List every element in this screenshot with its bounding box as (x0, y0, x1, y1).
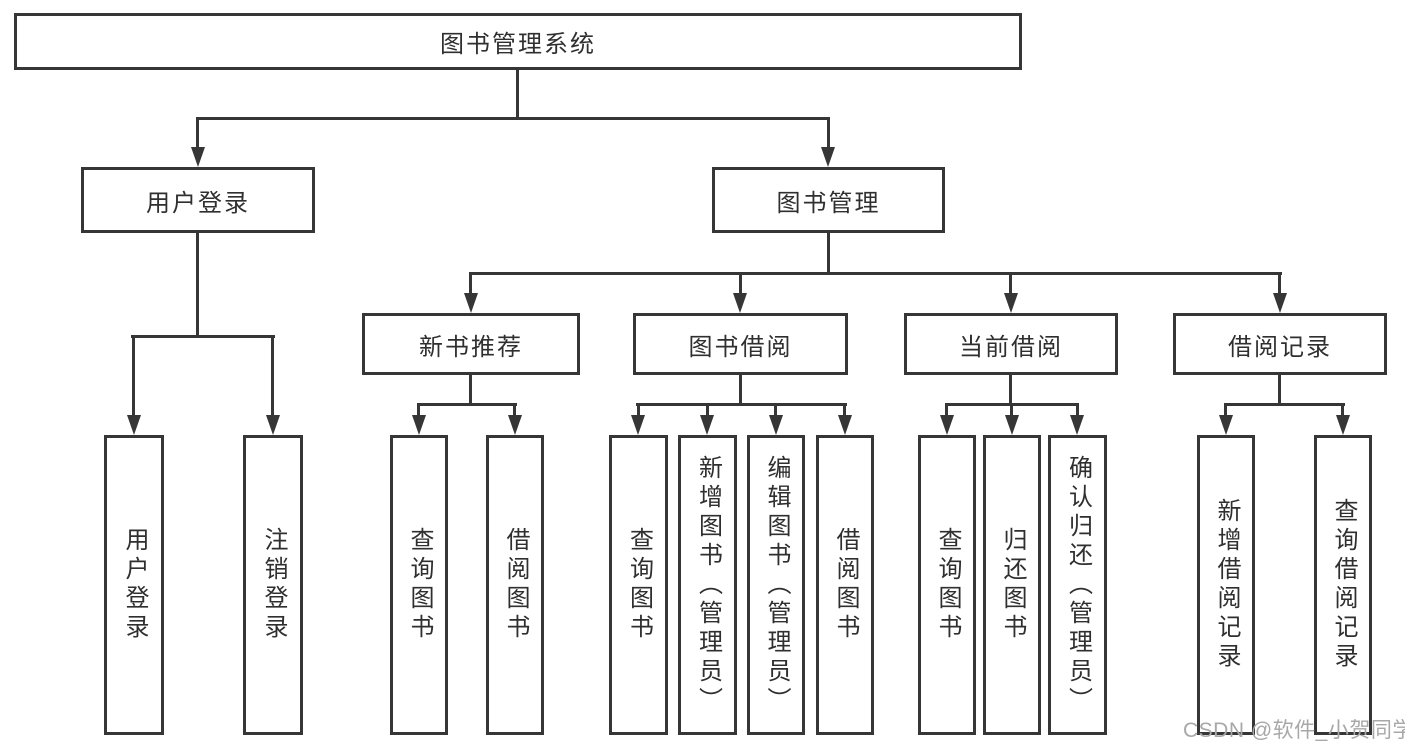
arrowhead-rec-borrow-icon (508, 415, 522, 435)
edge-level1-bus (196, 117, 830, 120)
edge-user-login-bus (131, 335, 275, 338)
arrowhead-borrow-icon (733, 293, 747, 313)
edge-rec-drop (469, 272, 472, 295)
edge-borrow-add-drop (706, 403, 709, 419)
arrowhead-rec-query-icon (412, 415, 426, 435)
arrowhead-borrow-edit-icon (769, 415, 783, 435)
edge-borrow-drop (739, 272, 742, 295)
edge-records-drop (1278, 272, 1281, 295)
edge-current-drop (1009, 272, 1012, 295)
node-borrow-records-label: 借阅记录 (1228, 333, 1332, 361)
node-book-borrow: 图书借阅 (633, 313, 848, 375)
edge-current-return-drop (1010, 403, 1013, 419)
edge-borrow-query-drop (637, 403, 640, 419)
leaf-current-query-label: 查询图书 (934, 527, 961, 643)
edge-current-confirm-drop (1076, 403, 1079, 419)
edge-records-bus (1224, 403, 1345, 406)
leaf-current-confirm: 确认归还（管理员） (1048, 435, 1107, 735)
leaf-borrow-query-label: 查询图书 (625, 527, 653, 643)
leaf-logout-label: 注销登录 (260, 527, 287, 643)
leaf-current-return: 归还图书 (983, 435, 1041, 735)
node-new-book-rec-label: 新书推荐 (419, 333, 523, 361)
arrowhead-current-query-icon (940, 415, 954, 435)
node-user-login: 用户登录 (81, 167, 315, 233)
edge-book-mgmt-stem (827, 233, 830, 274)
node-current-borrow-label: 当前借阅 (959, 333, 1063, 361)
leaf-borrow-add-label: 新增图书（管理员） (694, 454, 722, 716)
node-current-borrow: 当前借阅 (904, 313, 1118, 375)
edge-level2-bus (469, 272, 1282, 275)
edge-current-stem (1009, 375, 1012, 406)
edge-book-mgmt-drop (827, 117, 830, 151)
arrowhead-records-query-icon (1336, 415, 1350, 435)
edge-user-login-drop (196, 117, 199, 151)
leaf-rec-borrow-label: 借阅图书 (502, 527, 529, 643)
edge-records-stem (1278, 375, 1281, 406)
arrowhead-borrow-lend-icon (838, 415, 852, 435)
edge-rec-query-drop (417, 403, 420, 419)
edge-borrow-stem (739, 375, 742, 406)
edge-login-drop (132, 335, 135, 417)
edge-rec-bus (417, 403, 517, 406)
arrowhead-logout-icon (266, 415, 280, 435)
edge-rec-borrow-drop (513, 403, 516, 419)
edge-user-login-stem (196, 233, 199, 337)
arrowhead-records-add-icon (1219, 415, 1233, 435)
node-new-book-rec: 新书推荐 (362, 313, 580, 375)
node-root: 图书管理系统 (14, 13, 1022, 70)
leaf-current-return-label: 归还图书 (999, 527, 1026, 643)
leaf-borrow-lend: 借阅图书 (816, 435, 874, 735)
csdn-watermark: CSDN @软件_小贺同学 (1183, 719, 1405, 742)
node-book-mgmt: 图书管理 (712, 167, 945, 233)
arrowhead-borrow-query-icon (631, 415, 645, 435)
leaf-login: 用户登录 (104, 435, 164, 735)
edge-records-add-drop (1224, 403, 1227, 419)
leaf-borrow-lend-label: 借阅图书 (832, 527, 859, 643)
leaf-records-query-label: 查询借阅记录 (1330, 498, 1357, 672)
edge-records-query-drop (1341, 403, 1344, 419)
leaf-records-query: 查询借阅记录 (1314, 435, 1372, 735)
leaf-rec-query-label: 查询图书 (406, 527, 433, 643)
leaf-borrow-edit-label: 编辑图书（管理员） (763, 454, 790, 716)
arrowhead-records-icon (1273, 293, 1287, 313)
arrowhead-book-mgmt-icon (821, 147, 835, 167)
arrowhead-rec-icon (464, 293, 478, 313)
node-user-login-label: 用户登录 (146, 189, 250, 217)
node-book-borrow-label: 图书借阅 (688, 333, 793, 361)
arrowhead-current-return-icon (1005, 415, 1019, 435)
edge-borrow-lend-drop (843, 403, 846, 419)
leaf-current-query: 查询图书 (918, 435, 976, 735)
leaf-rec-query: 查询图书 (390, 435, 448, 735)
arrowhead-login-icon (127, 415, 141, 435)
leaf-records-add-label: 新增借阅记录 (1213, 498, 1240, 672)
node-book-mgmt-label: 图书管理 (776, 189, 881, 217)
arrowhead-current-icon (1004, 293, 1018, 313)
node-borrow-records: 借阅记录 (1173, 313, 1387, 375)
node-root-label: 图书管理系统 (440, 31, 596, 58)
leaf-borrow-query: 查询图书 (609, 435, 668, 735)
leaf-login-label: 用户登录 (121, 527, 148, 643)
arrowhead-borrow-add-icon (700, 415, 714, 435)
edge-root-stem (516, 68, 519, 119)
edge-rec-stem (469, 375, 472, 406)
arrowhead-user-login-icon (191, 147, 205, 167)
leaf-borrow-add: 新增图书（管理员） (678, 435, 737, 735)
edge-borrow-bus (636, 403, 847, 406)
leaf-current-confirm-label: 确认归还（管理员） (1064, 454, 1092, 716)
edge-logout-drop (271, 335, 274, 417)
leaf-borrow-edit: 编辑图书（管理员） (747, 435, 805, 735)
edge-borrow-edit-drop (774, 403, 777, 419)
edge-current-query-drop (945, 403, 948, 419)
leaf-rec-borrow: 借阅图书 (486, 435, 544, 735)
leaf-logout: 注销登录 (243, 435, 303, 735)
leaf-records-add: 新增借阅记录 (1197, 435, 1255, 735)
arrowhead-current-confirm-icon (1070, 415, 1084, 435)
